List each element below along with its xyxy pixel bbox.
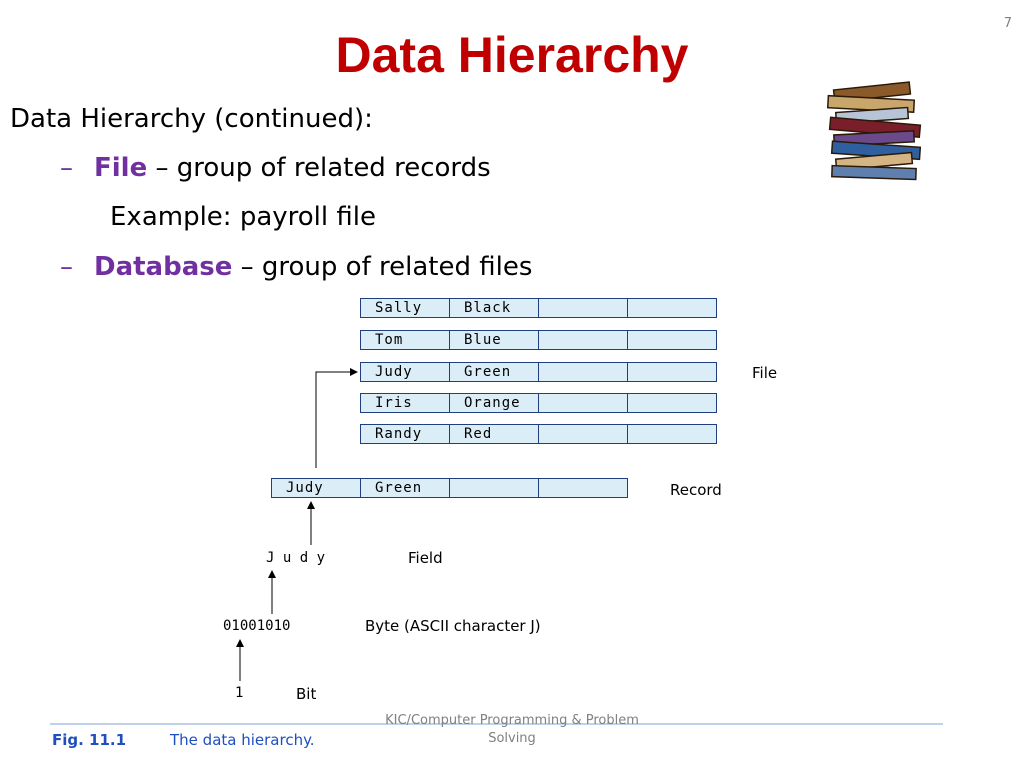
bit-label: Bit — [296, 685, 317, 703]
file-row: Iris Orange — [360, 393, 717, 413]
bullet-dash: – — [60, 153, 73, 183]
footer-line: KIC/Computer Programming & Problem — [385, 713, 639, 728]
bullet-file: –File – group of related records — [60, 153, 491, 183]
term-database: Database — [94, 252, 233, 282]
bullet-dash: – — [60, 252, 73, 282]
file-cell — [627, 393, 717, 413]
bit-value: 1 — [235, 685, 244, 701]
file-cell: Orange — [449, 393, 539, 413]
record-row: Judy Green — [271, 478, 628, 498]
bullet-database: –Database – group of related files — [60, 252, 532, 282]
file-row: Randy Red — [360, 424, 717, 444]
record-cell — [538, 478, 628, 498]
file-row: Judy Green — [360, 362, 717, 382]
record-cell: Green — [360, 478, 450, 498]
term-file: File — [94, 153, 148, 183]
slide-number: 7 — [1003, 16, 1012, 31]
record-label: Record — [670, 481, 722, 499]
file-row: Sally Black — [360, 298, 717, 318]
file-row: Tom Blue — [360, 330, 717, 350]
file-cell: Red — [449, 424, 539, 444]
slide-title: Data Hierarchy — [335, 27, 689, 83]
example-text: Example: payroll file — [110, 202, 376, 232]
file-cell — [627, 298, 717, 318]
bullet-file-desc: – group of related records — [147, 153, 491, 183]
file-cell: Iris — [360, 393, 450, 413]
footer-line: Solving — [488, 731, 536, 746]
footer-text: KIC/Computer Programming & Problem Solvi… — [362, 713, 662, 746]
file-cell — [627, 424, 717, 444]
record-cell: Judy — [271, 478, 361, 498]
bullet-database-desc: – group of related files — [232, 252, 533, 282]
file-cell — [627, 362, 717, 382]
field-label: Field — [408, 549, 443, 567]
figure-number: Fig. 11.1 — [52, 731, 127, 749]
file-cell: Judy — [360, 362, 450, 382]
file-cell: Sally — [360, 298, 450, 318]
file-cell — [627, 330, 717, 350]
intro-text: Data Hierarchy (continued): — [10, 104, 373, 134]
file-cell: Tom — [360, 330, 450, 350]
file-label: File — [752, 364, 778, 382]
file-cell: Black — [449, 298, 539, 318]
figure-caption: The data hierarchy. — [170, 731, 315, 749]
field-value: J u d y — [266, 550, 326, 566]
books-icon — [826, 81, 922, 181]
byte-label: Byte (ASCII character J) — [365, 617, 541, 635]
arrow-record-to-file — [315, 368, 358, 468]
byte-value: 01001010 — [223, 618, 291, 634]
